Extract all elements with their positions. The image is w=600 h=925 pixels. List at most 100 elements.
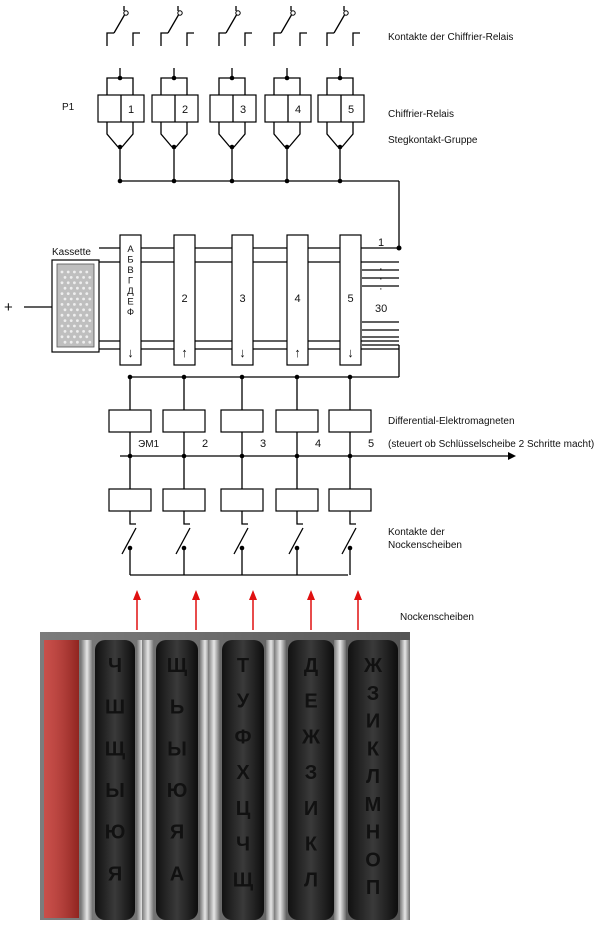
cassette-hole: [64, 308, 67, 311]
relay-top-leads: [327, 78, 353, 95]
cassette-hole: [79, 314, 82, 317]
label-line-1: 1: [378, 237, 384, 249]
cassette-hole: [85, 303, 88, 306]
red-arrow-head: [307, 590, 315, 600]
cassette-hole: [79, 281, 82, 284]
cassette-hole: [76, 287, 79, 290]
drum-direction-arrow: ↑: [181, 345, 188, 360]
cassette-hole: [85, 314, 88, 317]
silver-ring-left: [208, 640, 220, 920]
relay-number: 3: [240, 104, 246, 116]
relay-contact-switch-blade: [281, 14, 292, 33]
label-diff-em-note: (steuert ob Schlüsselscheibe 2 Schritte …: [388, 439, 594, 450]
cassette-hole: [67, 325, 70, 328]
label-p1: P1: [62, 102, 75, 113]
em-bus-dot: [128, 375, 133, 380]
wheel-glyph: Ж: [363, 655, 383, 677]
em-coil-upper: [221, 410, 263, 432]
cassette-hole: [82, 319, 85, 322]
em-coil-upper: [276, 410, 318, 432]
red-arrow-head: [249, 590, 257, 600]
wheel-glyph: Ч: [236, 834, 250, 856]
em-bus-dot: [348, 375, 353, 380]
cassette-hole: [79, 335, 82, 338]
cassette-hole: [73, 281, 76, 284]
em-coil-upper: [329, 410, 371, 432]
cam-contact-blade: [342, 528, 356, 554]
drum-direction-arrow: ↓: [127, 345, 134, 360]
drum-letter: Б: [127, 255, 133, 266]
drum-number: 5: [347, 293, 353, 305]
cassette-hole: [79, 325, 82, 328]
cassette-hole: [67, 335, 70, 338]
silver-ring-left: [142, 640, 154, 920]
cassette-hole: [61, 281, 64, 284]
relay-left-contact: [161, 122, 172, 147]
relay-contact-left-bracket: [219, 33, 226, 46]
drum-number: 4: [294, 293, 300, 305]
relay-contact-right-bracket: [300, 33, 307, 46]
drum-letter: Д: [127, 286, 134, 297]
drum-number: 2: [181, 293, 187, 305]
cassette-hole: [70, 287, 73, 290]
relay-left-contact: [327, 122, 338, 147]
label-diff-em: Differential-Elektromagneten: [388, 416, 515, 427]
relay-contact-pivot: [124, 11, 128, 15]
label-relay-contacts: Kontakte der Chiffrier-Relais: [388, 32, 513, 43]
wheel-glyph: Е: [304, 691, 317, 713]
relay-contact-switch-blade: [114, 14, 125, 33]
em-number: 2: [202, 438, 208, 450]
em-bus-dot: [295, 375, 300, 380]
wheel-glyph: Ь: [170, 697, 184, 719]
cam-contact-upper: [184, 511, 190, 524]
relay-contact-dot: [172, 145, 177, 150]
wheel-glyph: Ж: [301, 726, 321, 748]
cassette-hole: [70, 308, 73, 311]
wheel-glyph: Ч: [108, 655, 122, 677]
wheel-glyph: К: [367, 738, 380, 760]
relay-junction-dot: [285, 76, 290, 81]
cassette-hole: [67, 303, 70, 306]
cassette-hole: [73, 271, 76, 274]
wheel-glyph: К: [305, 834, 318, 856]
relay-right-contact: [176, 122, 187, 147]
cassette-hole: [88, 330, 91, 333]
cam-contact-dot: [240, 546, 245, 551]
cassette-hole: [79, 303, 82, 306]
relay-contact-left-bracket: [161, 33, 168, 46]
cassette-hole: [61, 314, 64, 317]
label-cam-contacts-2: Nockenscheiben: [388, 540, 462, 551]
label-em1: ЭМ1: [138, 439, 160, 450]
label-line-30: 30: [375, 303, 387, 315]
relay-contact-pivot: [344, 11, 348, 15]
relay-contact-pivot: [236, 11, 240, 15]
label-bridge-contact-group: Stegkontakt-Gruppe: [388, 135, 478, 146]
cam-contact-dot: [182, 546, 187, 551]
red-arrow-head: [192, 590, 200, 600]
label-cassette: Kassette: [52, 247, 91, 258]
wheel-glyph: Щ: [233, 869, 254, 891]
cam-contact-blade: [122, 528, 136, 554]
cassette-hole: [88, 298, 91, 301]
em-coil-lower: [221, 489, 263, 511]
cassette-hole: [85, 325, 88, 328]
em-output-arrowhead: [508, 452, 516, 460]
drum-number: 3: [239, 293, 245, 305]
wheel-glyph: Ы: [167, 738, 187, 760]
cassette-hole: [79, 292, 82, 295]
cassette-hole: [85, 271, 88, 274]
cassette-hole: [85, 335, 88, 338]
relay-contact-dot: [230, 145, 235, 150]
relay-right-contact: [122, 122, 133, 147]
cassette-hole: [76, 298, 79, 301]
relay-contacts-row: [107, 6, 360, 46]
wheel-glyph: Л: [366, 766, 380, 788]
drum-letter: В: [127, 265, 133, 276]
wheel-glyph: А: [170, 863, 184, 885]
wheel-glyph: З: [305, 762, 318, 784]
cassette-hole: [73, 314, 76, 317]
cassette-hole: [61, 292, 64, 295]
drum-direction-arrow: ↑: [294, 345, 301, 360]
cassette-hole: [61, 303, 64, 306]
